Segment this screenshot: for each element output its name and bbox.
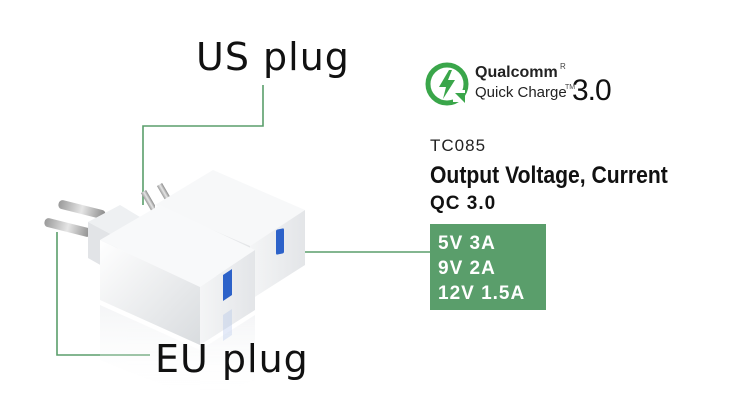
logo-brand: Qualcomm bbox=[475, 64, 558, 81]
quick-charge-icon bbox=[425, 62, 469, 106]
spec-standard: QC 3.0 bbox=[430, 193, 497, 214]
us-callout-line bbox=[142, 85, 264, 205]
eu-plug-label: EU plug bbox=[155, 337, 309, 381]
output-line: 5V 3A bbox=[438, 233, 496, 254]
us-plug-label: US plug bbox=[196, 35, 350, 79]
output-line: 12V 1.5A bbox=[438, 283, 526, 304]
output-spec-box: 5V 3A 9V 2A 12V 1.5A bbox=[430, 224, 546, 310]
trademark-mark: TM bbox=[565, 84, 576, 91]
eu-charger bbox=[44, 200, 255, 345]
logo-product: Quick Charge bbox=[475, 84, 567, 101]
output-line: 9V 2A bbox=[438, 258, 496, 279]
model-number: TC085 bbox=[430, 136, 487, 155]
spec-heading: Output Voltage, Current bbox=[430, 162, 668, 189]
qualcomm-quick-charge-logo: Qualcomm R Quick Charge TM 3.0 bbox=[425, 60, 615, 110]
reflection bbox=[100, 305, 255, 400]
registered-mark: R bbox=[560, 62, 566, 71]
logo-version: 3.0 bbox=[572, 74, 612, 107]
